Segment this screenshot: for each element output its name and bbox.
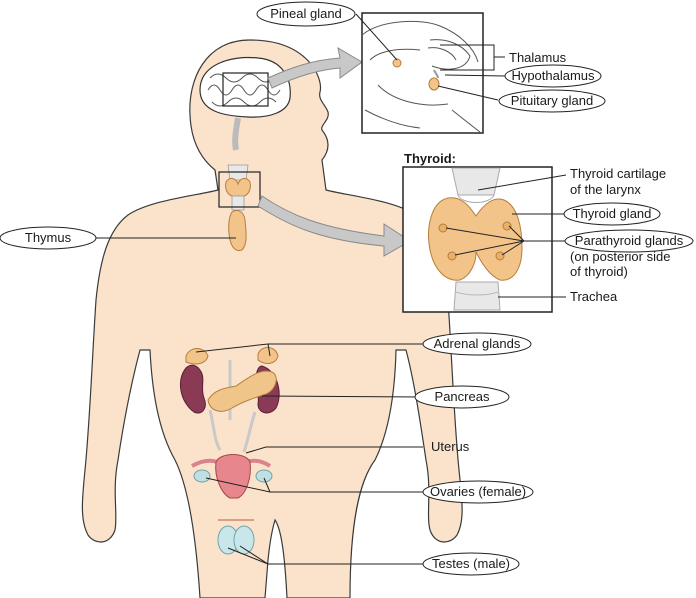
label-pineal-gland: Pineal gland [270, 6, 342, 21]
label-parathyroid-3: of thyroid) [570, 264, 628, 279]
body-silhouette [81, 39, 463, 598]
testes-organ [217, 519, 255, 555]
ovaries-oval [422, 480, 534, 504]
pancreas-organ [207, 370, 277, 412]
thyroid-arrow [257, 195, 411, 257]
label-thymus: Thymus [25, 230, 72, 245]
label-parathyroid-2: (on posterior side [570, 249, 670, 264]
brain-arrow [267, 47, 363, 89]
thymus-organ [228, 209, 247, 251]
thymus-oval [0, 226, 97, 250]
brain [199, 56, 291, 151]
label-thyroid-cartilage-2: of the larynx [570, 182, 641, 197]
label-hypothalamus: Hypothalamus [511, 68, 595, 83]
label-thyroid-gland: Thyroid gland [573, 206, 652, 221]
pineal-oval [256, 1, 356, 27]
brain-zoom-box [222, 72, 269, 107]
adrenal-oval [422, 332, 532, 356]
neck-thyroid [218, 164, 261, 211]
uterus-ovaries [191, 454, 273, 499]
label-thalamus: Thalamus [509, 50, 567, 65]
hypothalamus-oval [504, 64, 602, 88]
thyroid-inset [402, 166, 553, 313]
label-pancreas: Pancreas [435, 389, 490, 404]
thyroid-gland-oval [563, 202, 661, 226]
testes-oval [422, 552, 520, 576]
label-parathyroid-1: Parathyroid glands [575, 233, 684, 248]
label-trachea: Trachea [570, 289, 618, 304]
label-adrenal-glands: Adrenal glands [434, 336, 521, 351]
label-ovaries: Ovaries (female) [430, 484, 526, 499]
parathyroid-oval [564, 229, 694, 253]
label-testes: Testes (male) [432, 556, 510, 571]
label-uterus: Uterus [431, 439, 470, 454]
thyroid-zoom-box [218, 171, 261, 208]
label-thyroid-cartilage-1: Thyroid cartilage [570, 166, 666, 181]
thyroid-inset-title: Thyroid: [404, 151, 456, 166]
leader-lines [96, 13, 567, 565]
pituitary-oval [498, 89, 606, 113]
brain-inset [361, 12, 484, 134]
pancreas-oval [414, 385, 510, 409]
label-pituitary-gland: Pituitary gland [511, 93, 593, 108]
